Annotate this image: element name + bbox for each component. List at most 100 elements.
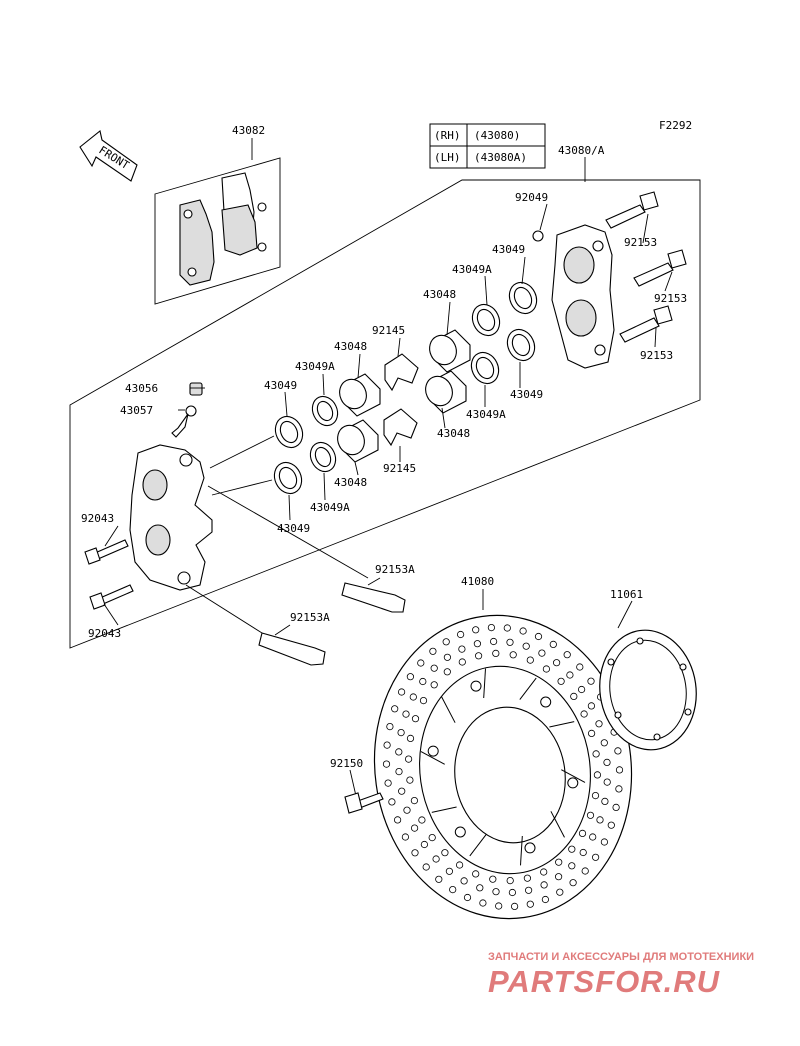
rotor-vent-hole <box>419 696 428 705</box>
variant-part-lh: (43080A) <box>474 151 527 164</box>
rotor-vent-hole <box>566 671 574 679</box>
front-arrow-icon: FRONT <box>79 130 138 182</box>
leader-lines <box>103 203 673 797</box>
label-92145-t2: 92145 <box>383 462 416 475</box>
rotor-vent-hole <box>568 845 576 853</box>
rotor-vent-hole <box>601 797 609 806</box>
rotor-vent-hole <box>463 893 472 902</box>
rotor-vent-hole <box>581 867 589 875</box>
rotor-vent-hole <box>455 861 464 869</box>
rotor-vent-hole <box>580 710 588 718</box>
figure-code: F2292 <box>659 119 692 132</box>
rotor-vent-hole <box>393 816 402 824</box>
rotor-vent-hole <box>587 677 595 685</box>
rotor-vent-hole <box>417 659 425 667</box>
label-43049a-t2: 43049A <box>295 360 335 373</box>
rotor-vent-hole <box>524 886 533 894</box>
label-43057: 43057 <box>120 404 153 417</box>
rotor-vent-hole <box>589 833 597 841</box>
rotor-vent-hole <box>456 630 465 639</box>
rotor-vent-hole <box>596 816 604 824</box>
rotor-vent-hole <box>406 673 414 681</box>
rotor-vent-hole <box>458 658 466 666</box>
rotor-vent-hole <box>410 824 419 832</box>
rotor-vent-hole <box>382 760 391 768</box>
rotor-vent-hole <box>489 637 498 646</box>
washer-92049 <box>532 230 544 242</box>
rotor-vent-hole <box>395 748 403 756</box>
rotor-vent-hole <box>410 796 418 805</box>
rotor-vent-hole <box>430 664 438 672</box>
rotor-vent-hole <box>489 875 497 883</box>
bolt-92150 <box>344 792 384 814</box>
rotor-bolt-hole <box>567 777 579 789</box>
label-92153-1: 92153 <box>624 236 657 249</box>
rotor-vent-hole <box>540 881 548 889</box>
label-43049-t3: 43049 <box>264 379 297 392</box>
rotor-vent-hole <box>474 652 483 660</box>
rotor-vent-hole <box>603 758 611 767</box>
rotor-vent-hole <box>570 692 578 701</box>
rotor-vent-hole <box>449 885 457 894</box>
rotor-vent-hole <box>388 798 396 806</box>
rotor-vent-hole <box>555 858 563 866</box>
rotor-vent-hole <box>418 816 426 824</box>
rotor-vent-hole <box>508 888 517 897</box>
label-92150: 92150 <box>330 757 363 770</box>
rotor-vent-hole <box>406 734 415 743</box>
rotor-vent-hole <box>503 624 511 632</box>
label-43049a-t4: 43049A <box>310 501 350 514</box>
label-11061: 11061 <box>610 588 643 601</box>
rotor-vent-hole <box>430 681 438 689</box>
rotor-vent-hole <box>563 651 571 659</box>
rotor-spoke <box>549 721 575 728</box>
label-43048-t3: 43048 <box>437 427 470 440</box>
label-43048-t4: 43048 <box>334 476 367 489</box>
seals-right-column <box>470 281 538 385</box>
label-43082: 43082 <box>232 124 265 137</box>
rotor-vent-hole <box>443 668 451 676</box>
rotor-vent-hole <box>510 902 519 911</box>
rotor-vent-hole <box>472 870 480 878</box>
rotor-vent-hole <box>386 722 394 731</box>
watermark: ЗАПЧАСТИ И АКСЕССУАРЫ ДЛЯ МОТОТЕХНИКИ PA… <box>488 951 754 999</box>
rotor-vent-hole <box>420 840 428 849</box>
rotor-bolt-hole <box>470 680 482 692</box>
rotor-vent-hole <box>569 879 577 887</box>
rotor-vent-hole <box>397 728 405 737</box>
caliper-half-right <box>551 224 615 369</box>
label-43049a-t1: 43049A <box>452 263 492 276</box>
rotor-vent-hole <box>576 663 584 671</box>
rotor-vent-hole <box>398 787 406 795</box>
bolt-92153a-group <box>258 582 406 666</box>
rotor-vent-hole <box>595 720 603 728</box>
rotor-bolt-hole <box>524 842 536 854</box>
rotor-vent-hole <box>556 888 564 896</box>
rotor-spoke <box>561 769 586 783</box>
label-92153-3: 92153 <box>640 349 673 362</box>
rotor-vent-hole <box>506 876 514 885</box>
rotor-vent-hole <box>422 863 430 871</box>
callout-labels: 43082 43080/A 92049 43049 92153 43049A 9… <box>81 124 687 770</box>
rotor-vent-hole <box>495 902 503 910</box>
rotor-vent-hole <box>403 806 411 814</box>
watermark-brand: PARTSFOR.RU <box>488 964 721 999</box>
label-92043-2: 92043 <box>88 627 121 640</box>
brake-pad-set <box>154 138 281 305</box>
rotor-vent-hole <box>419 677 427 686</box>
rotor-spoke <box>519 677 537 700</box>
label-43048-t1: 43048 <box>423 288 456 301</box>
rotor-vent-hole <box>406 776 414 784</box>
rotor-vent-hole <box>587 702 596 710</box>
label-41080: 41080 <box>461 575 494 588</box>
rotor-bolt-hole <box>427 745 439 757</box>
label-92049: 92049 <box>515 191 548 204</box>
bleeder-parts <box>171 382 203 438</box>
rotor-vent-hole <box>476 884 484 892</box>
label-92153a-2: 92153A <box>290 611 330 624</box>
rotor-vent-hole <box>522 642 530 650</box>
rotor-vent-hole <box>442 638 450 646</box>
rotor-spoke <box>441 696 456 723</box>
rotor-vent-hole <box>587 729 596 738</box>
